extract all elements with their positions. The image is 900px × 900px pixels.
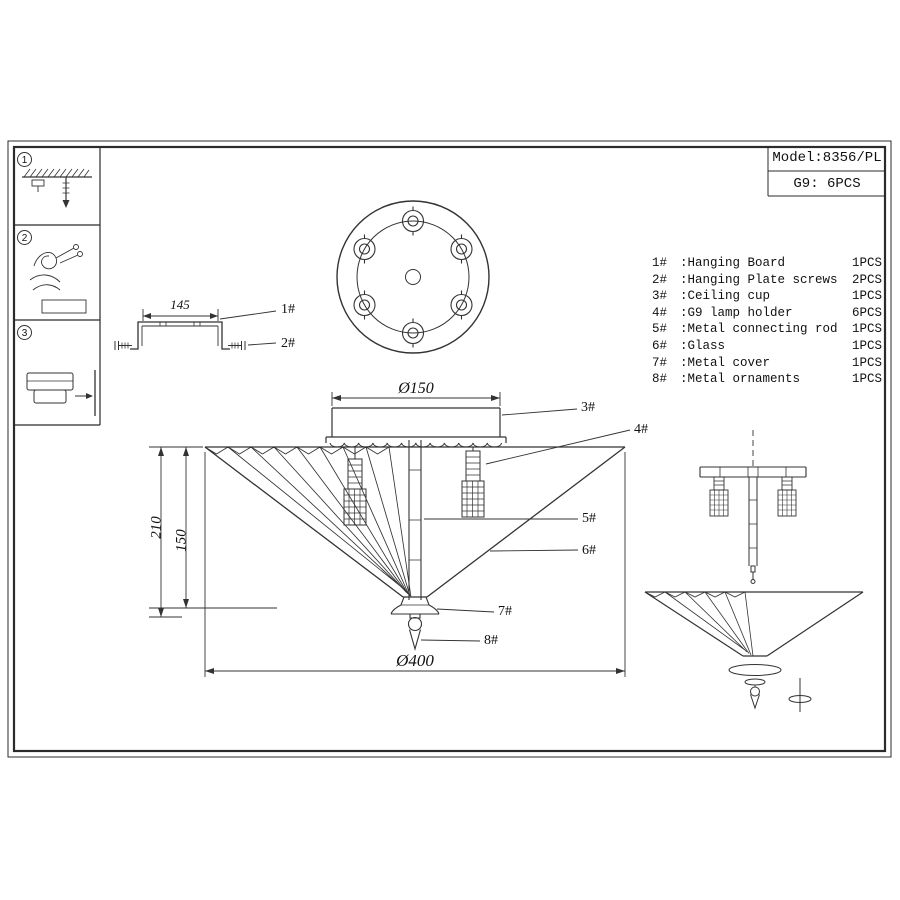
part-qty: 1PCS bbox=[851, 372, 882, 387]
part-name: :Metal ornaments bbox=[680, 372, 801, 387]
side-lamp-holder-right bbox=[777, 476, 797, 517]
part-name: :Metal connecting rod bbox=[680, 322, 838, 337]
callout-ceiling-cup: 3# bbox=[581, 400, 595, 415]
step-2-badge: 2 bbox=[17, 230, 32, 245]
callout-lamp-holder: 4# bbox=[634, 422, 648, 437]
ceiling-cup bbox=[325, 407, 507, 448]
part-name: :Ceiling cup bbox=[680, 289, 771, 304]
part-name: :G9 lamp holder bbox=[680, 305, 793, 320]
bracket-screw-right bbox=[228, 341, 246, 350]
metal-ornament bbox=[407, 613, 423, 652]
part-num: 1# bbox=[652, 256, 668, 270]
part-name: :Hanging Plate screws bbox=[680, 272, 838, 287]
top-view bbox=[336, 200, 490, 354]
callout-connecting-rod: 5# bbox=[582, 511, 596, 526]
parts-list-row: 2# :Hanging Plate screws 2PCS bbox=[652, 272, 882, 289]
title-block-borders bbox=[767, 147, 885, 197]
dimension-glass-height: 150 bbox=[173, 529, 190, 552]
parts-list-row: 3# :Ceiling cup 1PCS bbox=[652, 288, 882, 305]
drawing-frame bbox=[7, 140, 892, 758]
front-leader-lines bbox=[420, 408, 631, 642]
step1-illustration bbox=[22, 168, 92, 208]
part-qty: 1PCS bbox=[851, 289, 882, 304]
parts-list: 1# :Hanging Board 1PCS 2# :Hanging Plate sc… bbox=[652, 255, 882, 388]
parts-list-row: 1# :Hanging Board 1PCS bbox=[652, 255, 882, 272]
lamp-holder-left bbox=[343, 447, 367, 526]
part-name: :Metal cover bbox=[680, 355, 771, 370]
callout-hanging-board: 1# bbox=[281, 302, 295, 317]
side-connecting-rod bbox=[748, 477, 758, 584]
side-view-assembly bbox=[644, 430, 864, 712]
step-panel-grid bbox=[14, 147, 101, 426]
side-cover-ornament bbox=[728, 664, 782, 710]
parts-list-row: 7# :Metal cover 1PCS bbox=[652, 355, 882, 372]
front-view bbox=[149, 392, 631, 677]
bracket-screw-left bbox=[114, 341, 132, 350]
side-glass-shade bbox=[644, 591, 864, 657]
parts-list-row: 6# :Glass 1PCS bbox=[652, 338, 882, 355]
part-qty: 2PCS bbox=[851, 272, 882, 287]
part-qty: 1PCS bbox=[851, 256, 882, 270]
step2-illustration bbox=[29, 244, 87, 314]
model-number: Model:8356/PL bbox=[772, 150, 882, 166]
part-name: :Glass bbox=[680, 338, 726, 353]
side-hanging-plate bbox=[699, 466, 807, 478]
bracket-dimension-lines bbox=[142, 309, 219, 321]
step3-illustration bbox=[26, 370, 96, 416]
dimension-shade-diameter: Ø400 bbox=[396, 651, 434, 670]
dimension-bracket-width: 145 bbox=[170, 297, 190, 312]
part-qty: 1PCS bbox=[851, 322, 882, 337]
part-num: 5# bbox=[652, 322, 668, 337]
side-screw-part bbox=[788, 678, 812, 712]
part-num: 8# bbox=[652, 372, 668, 387]
parts-list-row: 5# :Metal connecting rod 1PCS bbox=[652, 321, 882, 338]
step-1-badge: 1 bbox=[17, 152, 32, 167]
part-num: 7# bbox=[652, 355, 668, 370]
step-3-badge: 3 bbox=[17, 325, 32, 340]
lamp-spec: G9: 6PCS bbox=[793, 176, 861, 192]
parts-list-row: 4# :G9 lamp holder 6PCS bbox=[652, 305, 882, 322]
part-qty: 1PCS bbox=[851, 355, 882, 370]
front-dimension-arrows bbox=[158, 395, 625, 674]
callout-glass: 6# bbox=[582, 543, 596, 558]
metal-cover bbox=[390, 596, 440, 615]
lamp-holder-right bbox=[461, 447, 485, 518]
callout-metal-cover: 7# bbox=[498, 604, 512, 619]
part-num: 2# bbox=[652, 272, 668, 287]
part-qty: 6PCS bbox=[851, 305, 882, 320]
part-qty: 1PCS bbox=[851, 338, 882, 353]
part-num: 3# bbox=[652, 289, 668, 304]
dimension-canopy-diameter: Ø150 bbox=[398, 380, 434, 397]
callout-metal-ornament: 8# bbox=[484, 633, 498, 648]
mounting-screws bbox=[353, 206, 473, 348]
connecting-rod bbox=[408, 440, 422, 600]
bracket-view bbox=[114, 309, 277, 350]
part-num: 6# bbox=[652, 338, 668, 353]
parts-list-row: 8# :Metal ornaments 1PCS bbox=[652, 371, 882, 388]
front-dimension-lines bbox=[149, 392, 626, 677]
callout-plate-screws: 2# bbox=[281, 336, 295, 351]
glass-shade bbox=[204, 446, 626, 598]
dimension-total-height: 210 bbox=[148, 516, 165, 539]
side-lamp-holder-left bbox=[709, 476, 729, 517]
part-name: :Hanging Board bbox=[680, 256, 786, 270]
bracket-leader-lines bbox=[219, 310, 277, 346]
part-num: 4# bbox=[652, 305, 668, 320]
